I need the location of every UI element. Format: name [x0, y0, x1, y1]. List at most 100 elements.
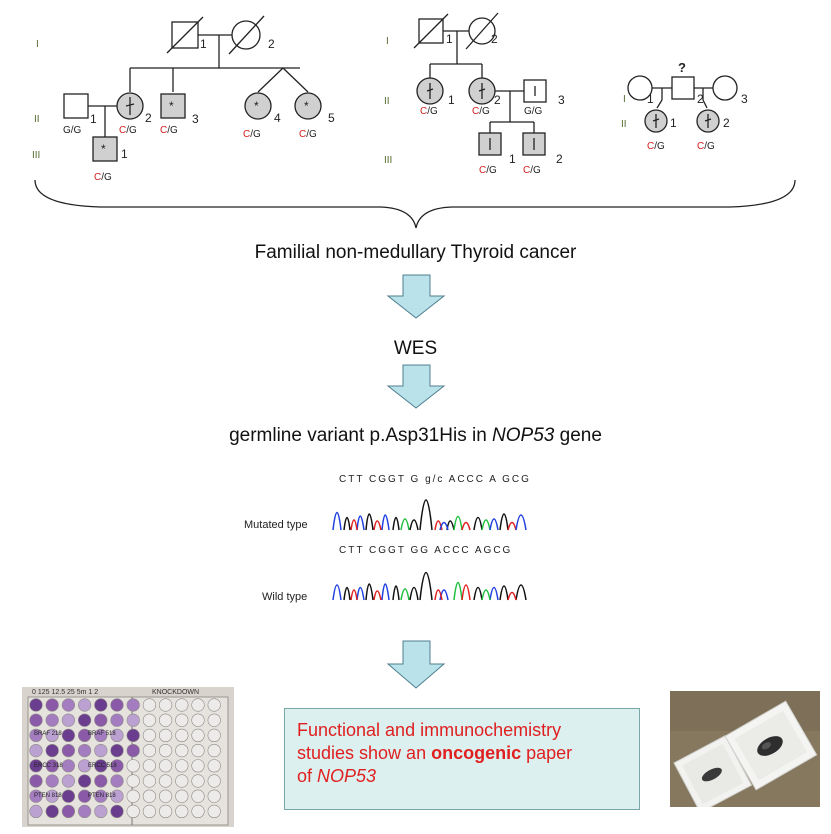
- plate-row-2b: ERCC 518: [88, 763, 117, 769]
- plate-well: [159, 728, 173, 743]
- plate-well: [77, 743, 92, 758]
- p1-II4-asterisk: *: [254, 99, 259, 113]
- plate-well: [94, 713, 108, 727]
- p3-I2-id: 2: [697, 92, 704, 106]
- plate-well: [45, 774, 59, 788]
- well-plate-photo: 0 125 12.5 25 5m 1 2 KNOCKDOWN BRAF 218 …: [22, 687, 234, 827]
- plate-well: [159, 713, 173, 727]
- plate-well: [45, 804, 59, 818]
- p2-II3-id: 3: [558, 93, 565, 107]
- plate-well: [61, 698, 76, 712]
- p1-III1-asterisk: *: [101, 142, 106, 156]
- p2-II3-genotype: G/G: [524, 106, 543, 117]
- p2-III1-id: 1: [509, 152, 516, 166]
- plate-well: [110, 728, 124, 743]
- plate-well: [142, 713, 156, 727]
- plate-well: [29, 698, 43, 712]
- plate-well: [191, 759, 205, 773]
- plate-well: [175, 728, 189, 743]
- plate-well: [142, 743, 156, 758]
- plate-well: [29, 774, 43, 788]
- plate-well: [191, 698, 205, 712]
- plate-well: [159, 774, 173, 788]
- plate-well: [126, 713, 140, 727]
- tissue-cassette-photo: [670, 691, 820, 807]
- plate-well: [175, 713, 189, 727]
- p1-II-spouse-male: [63, 93, 89, 119]
- plate-well: [142, 759, 156, 773]
- plate-well: [94, 804, 108, 818]
- p3-II1-genotype: C/G: [647, 141, 665, 152]
- p3-II2-genotype: C/G: [697, 141, 715, 152]
- p3-unknown-mark: ?: [678, 60, 686, 75]
- plate-well: [207, 743, 221, 758]
- result-line-3: of NOP53: [297, 765, 627, 788]
- mutated-sequence: CTT CGGT G g/c ACCC A GCG: [339, 474, 531, 485]
- pedigree-3: I II 1 ? 2 3 1 C/G 2 C/G: [621, 60, 748, 152]
- plate-well: [207, 728, 221, 743]
- result-line-2-text: studies show an: [297, 743, 432, 763]
- plate-well: [191, 789, 205, 803]
- p1-gen-I: I: [36, 39, 39, 50]
- plate-well: [142, 804, 156, 818]
- p2-gen-II: II: [384, 96, 390, 107]
- p1-III1-id: 1: [121, 147, 128, 161]
- p1-II-spouse-genotype: G/G: [63, 125, 82, 136]
- plate-well: [29, 759, 43, 773]
- variant-gene: NOP53: [492, 425, 555, 446]
- p1-II4-id: 4: [274, 111, 281, 125]
- p1-II4-genotype: C/G: [243, 129, 261, 140]
- plate-well: [207, 713, 221, 727]
- plate-well: [77, 789, 92, 803]
- plate-row-2: ERCC 318: [34, 763, 63, 769]
- p2-gen-III: III: [384, 155, 392, 166]
- plate-well: [45, 789, 59, 803]
- plate-well: [191, 774, 205, 788]
- p1-II3-id: 3: [192, 112, 199, 126]
- plate-well: [45, 713, 59, 727]
- plate-well: [94, 698, 108, 712]
- p3-I3-female: [712, 75, 738, 101]
- flow-arrow-2: [386, 364, 446, 409]
- p2-I2-id: 2: [491, 32, 498, 46]
- p2-I1-id: 1: [446, 32, 453, 46]
- mutated-type-label: Mutated type: [244, 519, 308, 531]
- plate-well: [29, 713, 43, 727]
- plate-well: [126, 759, 140, 773]
- plate-well: [61, 728, 76, 743]
- result-line-1: Functional and immunochemistry: [297, 720, 562, 740]
- plate-well: [142, 789, 156, 803]
- p1-II5-female-affected: [294, 92, 322, 120]
- plate-well: [94, 728, 108, 743]
- p2-III2-id: 2: [556, 152, 563, 166]
- result-line-2: studies show an oncogenic paper: [297, 742, 627, 765]
- plate-well: [191, 804, 205, 818]
- plate-well: [142, 728, 156, 743]
- p1-II5-id: 5: [328, 111, 335, 125]
- p2-gen-I: I: [386, 36, 389, 47]
- plate-well: [159, 804, 173, 818]
- plate-well: [207, 774, 221, 788]
- plate-well: [175, 743, 189, 758]
- plate-well: [110, 698, 124, 712]
- p1-II4-female-affected: [244, 92, 272, 120]
- plate-well: [77, 728, 92, 743]
- p1-III1-male-affected: [92, 136, 118, 162]
- plate-well: [191, 713, 205, 727]
- plate-well: [45, 743, 59, 758]
- plate-row-3: PTEN 818: [34, 793, 62, 799]
- p2-III2-genotype: C/G: [523, 165, 541, 176]
- plate-well: [29, 728, 43, 743]
- p1-II5-asterisk: *: [304, 99, 309, 113]
- p3-II2-id: 2: [723, 116, 730, 130]
- p3-gen-II: II: [621, 119, 627, 130]
- flow-arrow-3: [386, 640, 446, 689]
- result-line-2-suffix: paper: [521, 743, 573, 763]
- tissue-cassette-image: [670, 691, 820, 807]
- plate-well: [110, 789, 124, 803]
- plate-well: [61, 789, 76, 803]
- plate-well: [77, 804, 92, 818]
- plate-well: [45, 728, 59, 743]
- plate-well: [159, 743, 173, 758]
- result-oncogenic: oncogenic: [431, 743, 522, 763]
